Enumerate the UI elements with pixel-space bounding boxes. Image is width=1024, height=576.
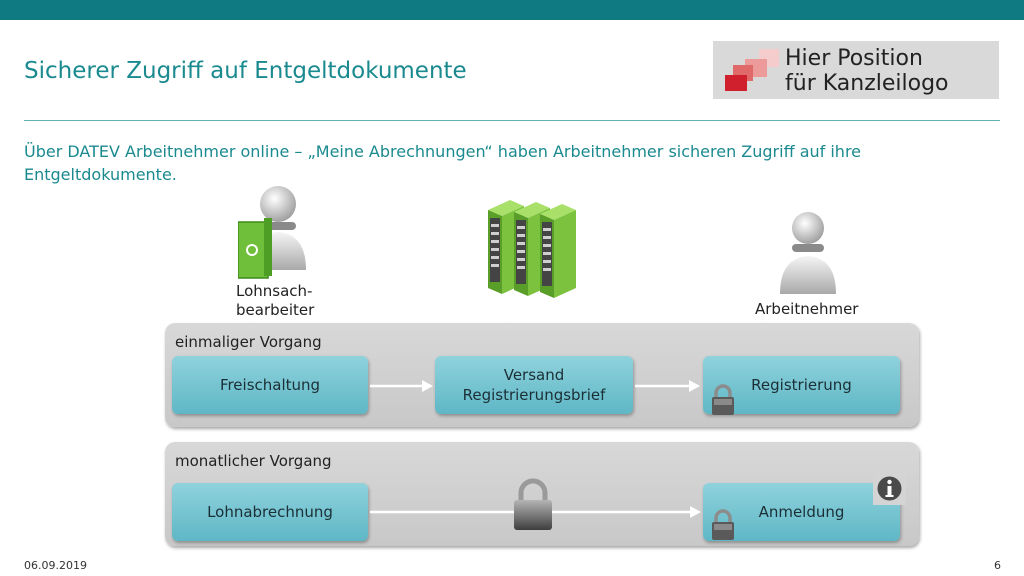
- page-number: 6: [994, 559, 1001, 572]
- panel-once-title: einmaliger Vorgang: [175, 333, 322, 351]
- step-versand-line1: Versand: [503, 366, 565, 384]
- arrow-right-icon: [370, 380, 433, 392]
- employee-label: Arbeitnehmer: [755, 300, 859, 318]
- page-title: Sicherer Zugriff auf Entgeltdokumente: [24, 58, 467, 84]
- panel-monthly-title: monatlicher Vorgang: [175, 452, 332, 470]
- footer-date: 06.09.2019: [24, 559, 87, 572]
- intro-text: Über DATEV Arbeitnehmer online – „Meine …: [24, 142, 862, 184]
- logo-text-line1: Hier Position: [785, 46, 923, 71]
- info-button[interactable]: [873, 472, 906, 505]
- logo-squares-icon: [725, 49, 779, 91]
- clerk-label-line1: Lohnsach-: [236, 282, 313, 300]
- clerk-label-line2: bearbeiter: [236, 301, 315, 319]
- logo-placeholder: Hier Position für Kanzleilogo: [713, 41, 999, 99]
- step-lohnabrechnung: Lohnabrechnung: [172, 483, 368, 541]
- step-versand-line2: Registrierungsbrief: [462, 386, 606, 404]
- server-icon: [488, 200, 576, 298]
- info-icon: [877, 476, 902, 501]
- step-versand: Versand Registrierungsbrief: [435, 356, 633, 414]
- employee-person-icon: [780, 212, 836, 294]
- lock-icon: [514, 478, 552, 530]
- step-freischaltung: Freischaltung: [172, 356, 368, 414]
- clerk-label: Lohnsach- bearbeiter: [236, 282, 314, 320]
- lock-icon: [712, 384, 734, 415]
- step-registrierung: Registrierung: [703, 356, 900, 414]
- step-anmeldung: Anmeldung: [703, 483, 900, 541]
- logo-text-line2: für Kanzleilogo: [785, 71, 949, 96]
- top-bar: [0, 0, 1024, 20]
- logo-text: Hier Position für Kanzleilogo: [785, 46, 949, 96]
- arrow-right-icon: [635, 380, 700, 392]
- lock-icon: [712, 509, 734, 540]
- header-divider: [24, 120, 1000, 121]
- folder-icon: [238, 218, 272, 279]
